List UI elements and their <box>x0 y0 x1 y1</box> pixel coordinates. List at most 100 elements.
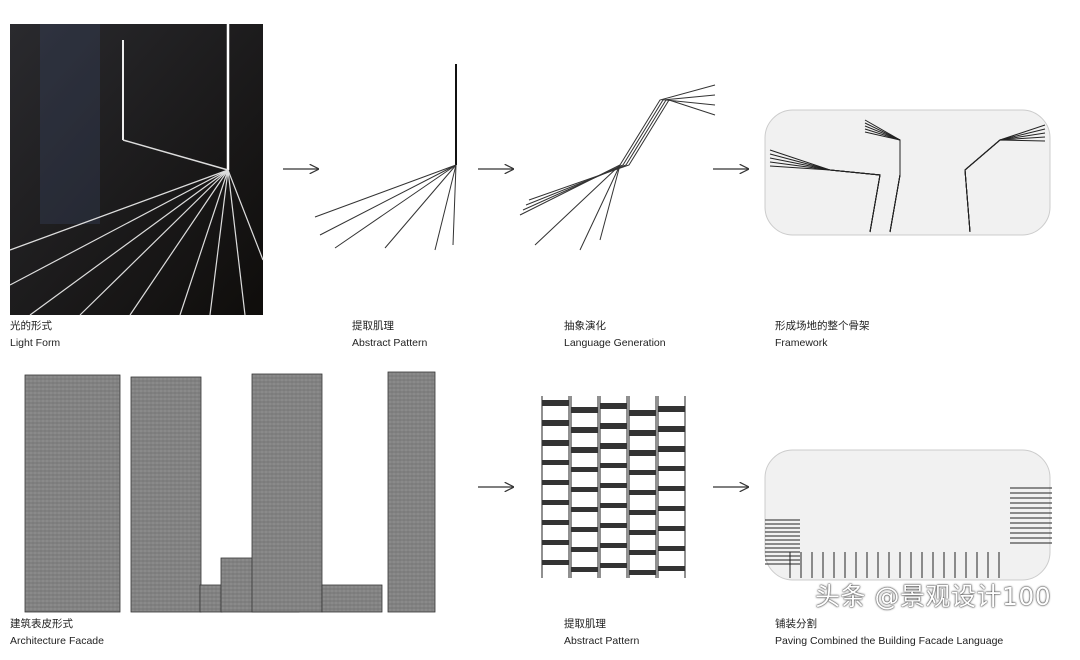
facade-bar <box>542 560 569 565</box>
facade-bar <box>629 470 656 475</box>
caption-zh: 铺装分割 <box>775 618 817 630</box>
arrows <box>283 169 748 487</box>
light-ray <box>9 169 229 251</box>
building-tower <box>321 584 383 613</box>
building-tower <box>24 374 121 613</box>
facade-bar <box>629 450 656 456</box>
facade-bar <box>542 460 569 465</box>
pattern-ray <box>384 164 457 249</box>
facade-bar <box>571 407 598 413</box>
light-ray <box>179 169 229 316</box>
caption-en: Abstract Pattern <box>564 635 640 647</box>
facade-bar <box>629 490 656 495</box>
caption-language-generation: 抽象演化 Language Generation <box>564 318 666 352</box>
facade-bar <box>658 546 685 551</box>
paving-lines <box>765 487 1052 578</box>
blue-wall-glow <box>40 24 100 224</box>
abstract-pattern-rays <box>314 64 457 251</box>
building-tower <box>130 376 202 613</box>
evolved-line <box>522 94 716 211</box>
facade-bar <box>542 440 569 446</box>
facade-bar <box>542 480 569 485</box>
facade-bar <box>571 427 598 433</box>
paving-plan <box>764 449 1052 581</box>
light-slit <box>122 139 229 171</box>
facade-bar <box>600 463 627 468</box>
caption-facade-pattern: 提取肌理 Abstract Pattern <box>564 616 639 650</box>
facade-bar <box>629 530 656 535</box>
facade-bar <box>629 430 656 436</box>
caption-architecture-facade: 建筑表皮形式 Architecture Facade <box>10 616 104 650</box>
caption-paving: 铺装分割 Paving Combined the Building Facade … <box>775 616 1003 650</box>
facade-abstract-pattern <box>541 396 686 578</box>
caption-en: Framework <box>775 337 828 349</box>
caption-zh: 形成场地的整个骨架 <box>775 320 870 332</box>
watermark: 头条 @景观设计100 <box>815 582 1052 611</box>
framework-line <box>864 131 901 233</box>
facade-bar <box>629 410 656 416</box>
facade-bar <box>571 547 598 552</box>
language-generation-lines <box>519 84 716 251</box>
light-ray <box>9 169 229 286</box>
facade-bar <box>658 426 685 432</box>
facade-bar <box>571 447 598 453</box>
caption-zh: 提取肌理 <box>352 320 394 332</box>
facade-bar <box>542 540 569 545</box>
facade-bar <box>600 403 627 409</box>
facade-bar <box>542 400 569 406</box>
caption-en: Paving Combined the Building Facade Lang… <box>775 635 1004 647</box>
caption-zh: 光的形式 <box>10 320 52 332</box>
light-ray <box>29 169 229 316</box>
facade-bar <box>600 503 627 508</box>
facade-bar <box>600 443 627 449</box>
light-form-photo <box>9 24 264 316</box>
light-ray <box>227 169 246 316</box>
light-ray <box>79 169 229 316</box>
pattern-ray <box>452 164 457 246</box>
facade-bar <box>600 483 627 488</box>
caption-zh: 建筑表皮形式 <box>10 618 73 630</box>
facade-bar <box>658 406 685 412</box>
caption-zh: 提取肌理 <box>564 618 606 630</box>
facade-bar <box>542 520 569 525</box>
pattern-ray <box>314 164 457 218</box>
site-plan-outline <box>764 449 1051 581</box>
facade-bar <box>600 523 627 528</box>
caption-en: Architecture Facade <box>10 635 104 647</box>
evolved-line <box>519 84 716 216</box>
caption-framework: 形成场地的整个骨架 Framework <box>775 318 870 352</box>
facade-bar <box>629 550 656 555</box>
facade-bar <box>658 506 685 511</box>
light-rays <box>9 169 264 316</box>
caption-abstract-pattern: 提取肌理 Abstract Pattern <box>352 318 427 352</box>
evolved-ray <box>579 164 621 251</box>
architecture-facade-elevation <box>24 371 436 613</box>
light-ray <box>209 169 229 316</box>
evolved-ray <box>599 164 621 241</box>
site-plan-outline <box>764 109 1051 236</box>
framework-lines <box>769 119 1046 233</box>
framework-line <box>964 139 1046 233</box>
facade-bar <box>571 467 598 472</box>
evolved-line <box>525 99 716 206</box>
facade-bar <box>571 507 598 512</box>
facade-bar <box>542 500 569 505</box>
evolved-line <box>528 99 716 201</box>
facade-bar <box>600 543 627 548</box>
light-ray <box>227 169 264 261</box>
pattern-ray <box>334 164 457 249</box>
caption-light-form: 光的形式 Light Form <box>10 318 60 352</box>
facade-bar <box>571 487 598 492</box>
pattern-ray <box>434 164 457 251</box>
facade-bar <box>600 563 627 568</box>
caption-en: Light Form <box>10 337 61 349</box>
facade-bar <box>629 510 656 515</box>
caption-en: Abstract Pattern <box>352 337 428 349</box>
facade-bar <box>658 446 685 452</box>
caption-en: Language Generation <box>564 337 666 349</box>
caption-zh: 抽象演化 <box>564 320 606 332</box>
building-tower <box>251 373 323 613</box>
facade-bar <box>658 566 685 571</box>
facade-bar <box>629 570 656 575</box>
